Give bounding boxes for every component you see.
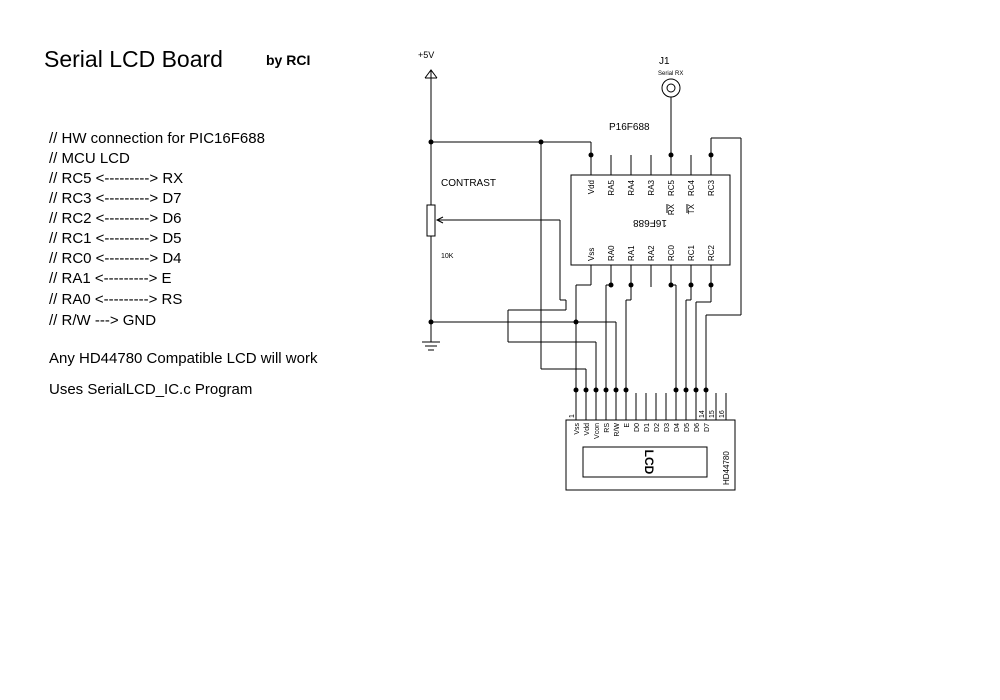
lcd-pin-label: Vcon [594,423,601,439]
mcu-pin-label: RC2 [707,244,716,261]
lcd-pin-label: R/W [614,423,621,437]
lcd-pin-label: RS [604,423,611,433]
note-line: // R/W ---> GND [49,312,157,329]
mcu-pin-alt-label: TX [687,203,696,214]
mcu-pin-label: RC0 [667,244,676,261]
lcd-label: LCD [642,450,656,475]
ground-symbol [422,341,440,351]
lcd-pin-label: D7 [704,423,711,432]
lcd-pin-label: Vdd [584,423,591,436]
mcu-pin-label: RA1 [627,245,636,261]
lcd-pin-label: D6 [694,423,701,432]
lcd-pin-numbers: 1 14 15 16 [569,410,726,418]
note-line: // RC2 <---------> D6 [49,210,182,227]
lcd-module: LCD HD44780 1 14 15 16 Vss Vdd Vcon RS R… [565,410,736,491]
lcd-pin-number: 15 [709,410,716,418]
mcu-pin-alt-label: RX [667,203,676,215]
serial-rx-connector: J1 Serial RX [658,56,683,98]
note-line: // RC1 <---------> D5 [49,230,182,247]
note-line: // RC0 <---------> D4 [49,250,182,267]
supply-label: +5V [418,50,434,60]
note-line: // MCU LCD [49,150,130,167]
mcu-pin-label: RA2 [647,245,656,261]
contrast-potentiometer: CONTRAST 10K [426,178,496,260]
compat-note: Any HD44780 Compatible LCD will work [49,350,318,367]
note-line: // RA1 <---------> E [49,270,172,287]
mcu-pin-label: RC1 [687,244,696,261]
connector-ref: J1 [659,56,670,67]
lcd-pin-label: D2 [654,423,661,432]
page-title: Serial LCD Board [44,46,223,72]
note-line: // HW connection for PIC16F688 [49,130,265,147]
mcu-pin-label: RA0 [607,245,616,261]
mcu-pin-label: RA5 [607,179,616,195]
pot-value: 10K [441,253,454,260]
lcd-pin-label: Vss [574,423,581,435]
lcd-pin-label: D0 [634,423,641,432]
lcd-pin-number: 14 [699,410,706,418]
mcu-pin-label: RA4 [627,179,636,195]
lcd-pin-label: D5 [684,423,691,432]
lcd-pin-label: D1 [644,423,651,432]
connector-label: Serial RX [658,71,683,77]
mcu-pin-label: RC5 [667,179,676,196]
mcu-top-pins: Vdd RA5 RA4 RA3 RC5 RC4 RC3 RX TX [587,179,716,215]
mcu-chip: P16F688 16F688 Vdd RA5 RA4 RA3 RC5 RC4 R… [570,122,731,266]
lcd-pins: Vss Vdd Vcon RS R/W E D0 D1 D2 D3 D4 D5 … [574,423,711,439]
mcu-pin-label: RA3 [647,179,656,195]
author-byline: by RCI [266,52,311,68]
mcu-label: P16F688 [609,122,650,133]
mcu-bottom-pins: Vss RA0 RA1 RA2 RC0 RC1 RC2 [587,244,716,261]
note-line: // RC5 <---------> RX [49,170,184,187]
mcu-pin-label: Vdd [587,180,596,194]
lcd-pin-number: 1 [569,414,576,418]
note-line: // RA0 <---------> RS [49,291,183,308]
wires [430,70,742,420]
junction-dots [428,139,714,393]
lcd-part: HD44780 [722,451,731,485]
note-line: // RC3 <---------> D7 [49,190,182,207]
lcd-pin-label: E [624,423,631,428]
supply-symbol: +5V [418,50,438,79]
lcd-pin-number: 16 [719,410,726,418]
pot-label: CONTRAST [441,178,496,189]
mcu-pin-label: Vss [587,248,596,261]
mcu-pin-label: RC3 [707,179,716,196]
lcd-pin-label: D3 [664,423,671,432]
mcu-body-text: 16F688 [633,217,667,228]
program-note: Uses SerialLCD_IC.c Program [49,381,253,398]
lcd-pin-label: D4 [674,423,681,432]
mcu-pin-label: RC4 [687,179,696,196]
